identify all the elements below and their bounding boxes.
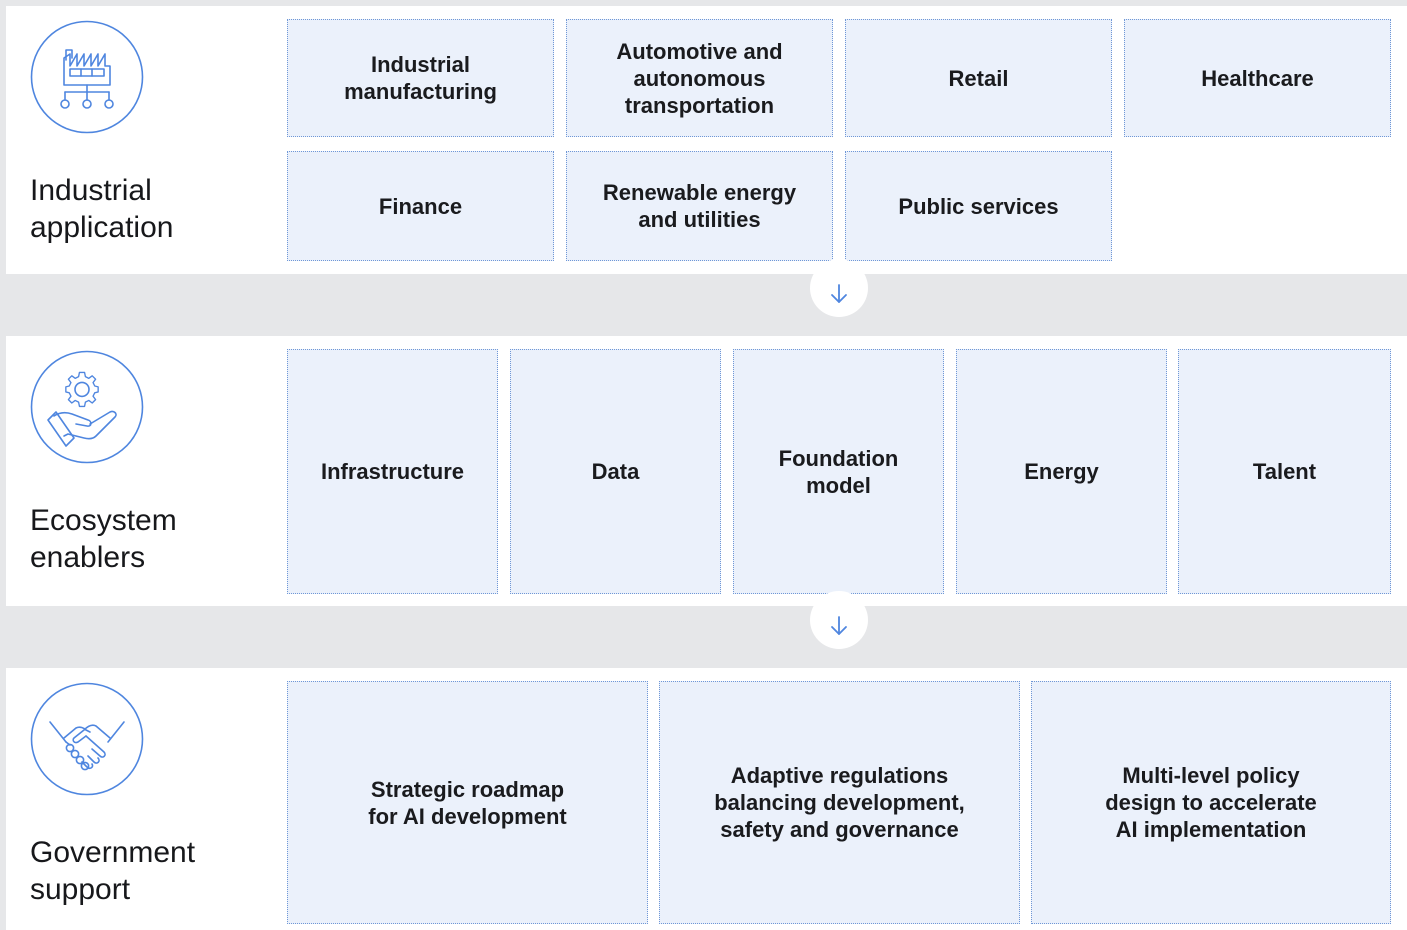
- item-retail: Retail: [845, 19, 1112, 137]
- connector-arrow: [810, 259, 868, 317]
- item-automotive: Automotive and autonomous transportation: [566, 19, 833, 137]
- item-infrastructure: Infrastructure: [287, 349, 498, 594]
- item-label: Multi-level policy design to accelerate …: [1105, 763, 1317, 842]
- item-label: Automotive and autonomous transportation: [616, 38, 783, 118]
- section-title: Ecosystem enablers: [30, 504, 177, 574]
- item-label: Adaptive regulations balancing developme…: [714, 763, 965, 842]
- arrow-down-icon: [831, 616, 847, 635]
- item-healthcare: Healthcare: [1124, 19, 1391, 137]
- section-title: Government support: [30, 836, 196, 906]
- hand-gear-icon: [30, 350, 144, 464]
- item-energy: Energy: [956, 349, 1167, 594]
- item-label: Industrial manufacturing: [344, 52, 497, 104]
- section-ecosystem-enablers: Ecosystem enablers Infrastructure Data F…: [6, 336, 1407, 606]
- item-adaptive-regulations: Adaptive regulations balancing developme…: [659, 681, 1020, 924]
- item-renewable-energy: Renewable energy and utilities: [566, 151, 833, 261]
- factory-network-icon: [30, 20, 144, 134]
- item-label: Talent: [1252, 459, 1317, 484]
- arrow-down-icon: [831, 284, 847, 303]
- section-title: Industrial application: [30, 174, 174, 244]
- item-label: Strategic roadmap for AI development: [368, 776, 567, 829]
- item-label: Data: [591, 459, 640, 484]
- handshake-icon: [30, 682, 144, 796]
- item-label: Foundation model: [778, 445, 899, 498]
- item-label: Public services: [898, 193, 1059, 219]
- item-foundation-model: Foundation model: [733, 349, 944, 594]
- item-talent: Talent: [1178, 349, 1391, 594]
- item-label: Finance: [378, 193, 463, 219]
- item-strategic-roadmap: Strategic roadmap for AI development: [287, 681, 648, 924]
- section-government-support: Government support Strategic roadmap for…: [6, 668, 1407, 930]
- item-industrial-manufacturing: Industrial manufacturing: [287, 19, 554, 137]
- item-label: Energy: [1024, 459, 1099, 484]
- item-label: Renewable energy and utilities: [602, 180, 797, 232]
- connector-arrow: [810, 591, 868, 649]
- section-industrial-application: Industrial application Industrial manufa…: [6, 6, 1407, 274]
- item-finance: Finance: [287, 151, 554, 261]
- item-label: Healthcare: [1201, 65, 1314, 91]
- item-label: Infrastructure: [320, 459, 465, 484]
- item-data: Data: [510, 349, 721, 594]
- item-public-services: Public services: [845, 151, 1112, 261]
- item-label: Retail: [948, 65, 1009, 91]
- item-multi-level-policy: Multi-level policy design to accelerate …: [1031, 681, 1391, 924]
